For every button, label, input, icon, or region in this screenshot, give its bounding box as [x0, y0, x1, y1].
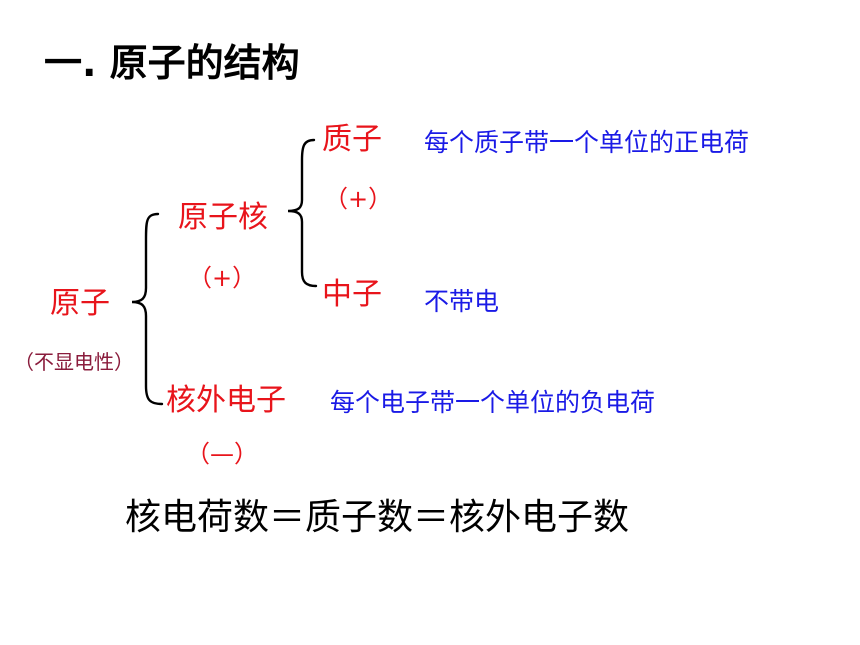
atom-label: 原子 — [50, 286, 110, 321]
electron-charge: （—） — [186, 440, 258, 468]
atom-note: （不显电性） — [14, 350, 134, 374]
electron-label: 核外电子 — [166, 383, 286, 418]
electron-description: 每个电子带一个单位的负电荷 — [330, 388, 656, 417]
brace-nucleus — [287, 138, 318, 288]
nucleus-charge: （+） — [188, 264, 257, 292]
nucleus-label: 原子核 — [178, 200, 268, 235]
proton-label: 质子 — [322, 122, 382, 157]
page-title: 一. 原子的结构 — [44, 41, 300, 85]
charge-equality-formula: 核电荷数＝质子数＝核外电子数 — [125, 497, 630, 538]
proton-charge: （+） — [324, 185, 393, 213]
neutron-description: 不带电 — [424, 287, 500, 316]
neutron-label: 中子 — [322, 277, 382, 312]
brace-atom — [131, 212, 164, 406]
proton-description: 每个质子带一个单位的正电荷 — [424, 128, 750, 157]
